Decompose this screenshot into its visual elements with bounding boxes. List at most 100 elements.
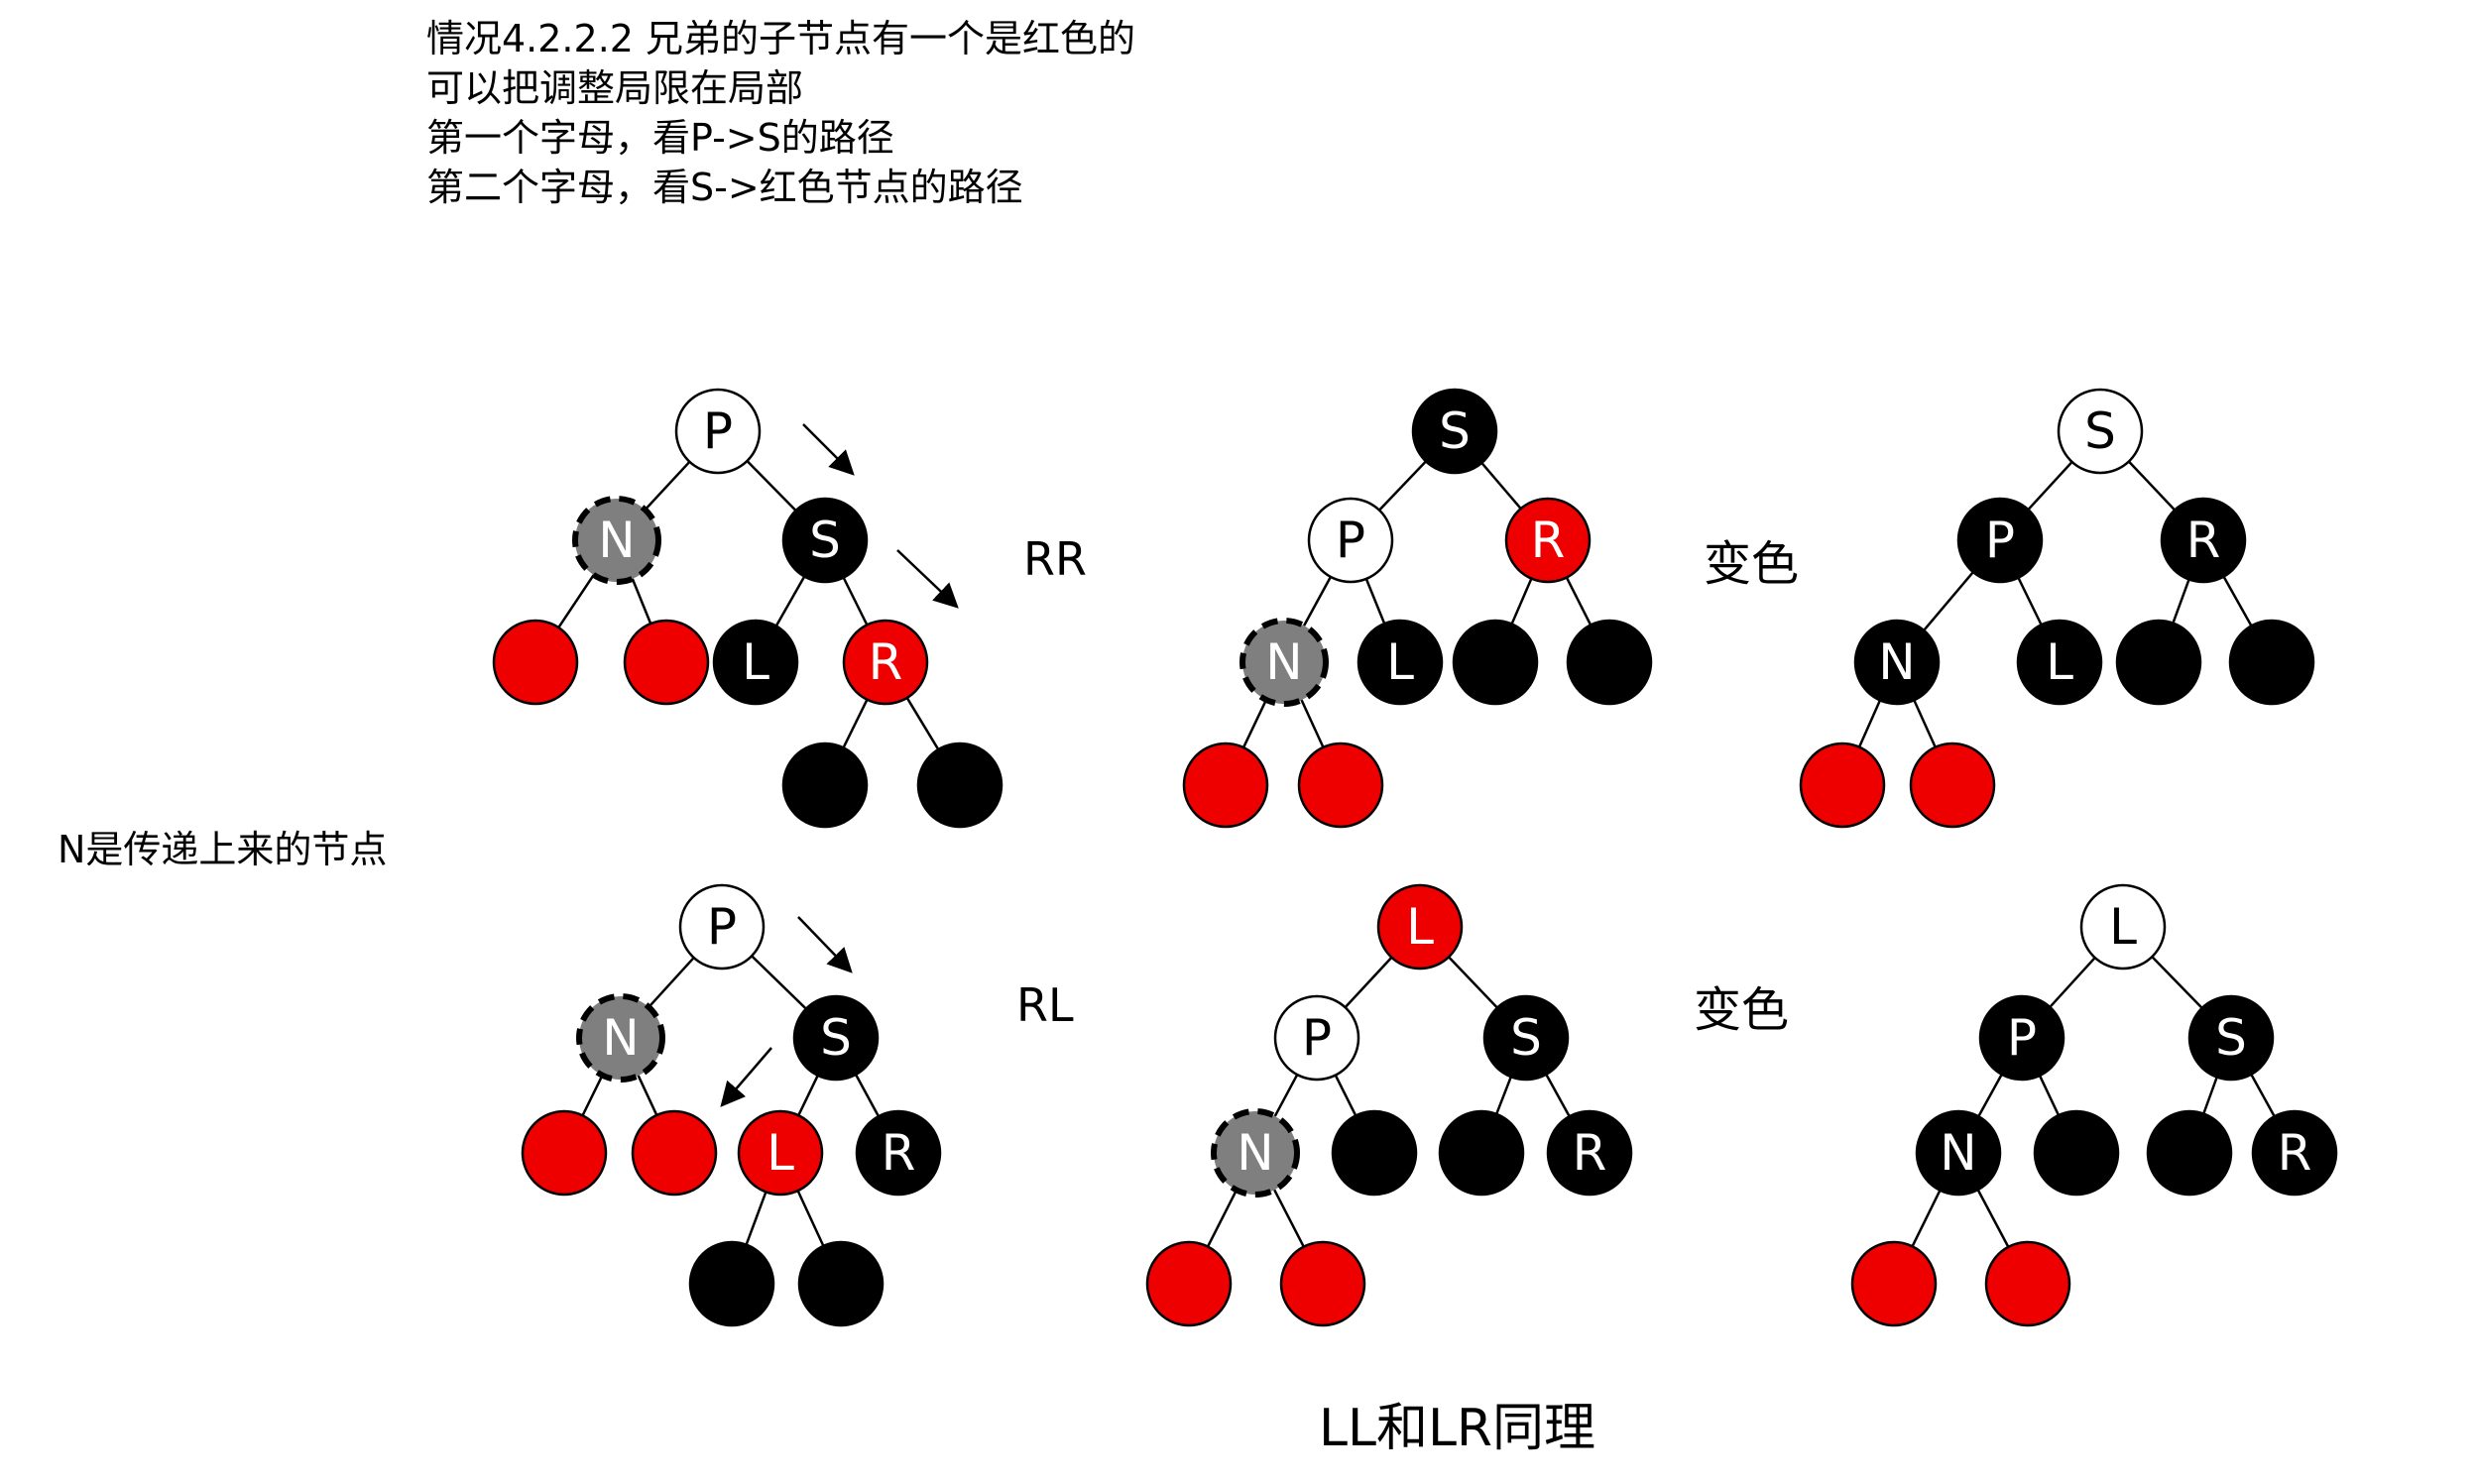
node-circle [1504,497,1592,584]
tree-edge [2172,579,2190,624]
node-circle [1376,883,1464,970]
tree-edge [644,460,691,512]
tree-node-n: N [1915,1109,2002,1197]
tree-edge [557,574,595,628]
tree-edge [796,1190,825,1247]
node-label: N [1940,1124,1976,1182]
node-circle [781,742,869,829]
arrow-s-to-r-top [896,549,959,609]
node-label: R [882,1124,916,1182]
tree-edge [1378,460,1427,512]
side-note: N是传递上来的节点 [58,828,387,871]
tree-node-leaf [631,1109,718,1197]
node-circle [1566,619,1653,706]
tree-edge [1857,699,1882,748]
node-circle [1799,742,1886,829]
tree-node-p: P [1956,497,2044,584]
tree-node-l: L [2016,619,2103,706]
tree-edge [2250,1074,2276,1117]
node-circle [1182,742,1269,829]
node-label: R [1573,1124,1607,1182]
tree-node-leaf [1297,742,1384,829]
tree-edge [581,1075,604,1116]
node-label: L [1386,633,1414,691]
tree-edge [2038,1075,2061,1116]
tree-node-leaf [1145,1240,1233,1327]
tree-node-n: N [576,993,665,1083]
node-label: R [2278,1124,2312,1182]
tree-edge [1911,1190,1942,1247]
header-line-4: 第二个字母，看S->红色节点的路径 [426,166,1023,209]
tree-edge [1923,571,1974,631]
tree-node-r: R [842,619,929,706]
node-label: S [809,512,841,569]
node-circle [1239,618,1329,707]
tree-node-p: P [674,388,762,475]
node-circle [797,1240,885,1327]
tree-node-leaf [1799,742,1886,829]
node-label: P [2007,1009,2037,1067]
tree-node-s: S [2187,994,2275,1082]
node-label: R [869,633,903,691]
tree-edge [1510,578,1533,625]
tree-edge [842,577,869,626]
tree-rl-recolored: LP S N R [1850,883,2338,1327]
node-circle [492,619,579,706]
node-circle [2016,619,2103,706]
tree-edge [1495,1076,1512,1115]
header-line-2: 可以把调整局限在局部 [426,66,803,110]
node-circle [2160,497,2247,584]
node-circle [842,619,929,706]
tree-node-l: L [2079,883,2167,970]
tree-edge [1364,578,1386,625]
tree-node-leaf [2146,1109,2233,1197]
tree-node-leaf [1438,1109,1525,1197]
node-circle [1145,1240,1233,1327]
node-circle [1411,388,1498,475]
tree-node-leaf [1452,619,1539,706]
node-circle [2057,388,2144,475]
node-label: R [2186,512,2221,569]
node-label: N [598,512,635,569]
node-circle [737,1109,824,1197]
tree-edge [751,955,807,1010]
tree-node-leaf [688,1240,775,1327]
tree-node-leaf [623,619,710,706]
tree-edge [2202,1077,2218,1114]
node-circle [1546,1109,1633,1197]
node-circle [781,497,869,584]
tree-node-s: S [1482,994,1570,1082]
arrow-p-to-s-bottom [797,916,853,973]
tree-edge [2027,461,2073,511]
node-circle [1331,1109,1418,1197]
node-circle [712,619,799,706]
header-line-1: 情况4.2.2.2 兄弟的子节点有一个是红色的 [426,17,1135,60]
tree-node-n: N [1853,619,1941,706]
tree-node-n: N [1211,1108,1300,1198]
tree-node-s: S [1411,388,1498,475]
tree-node-leaf [492,619,579,706]
tree-edge [842,699,869,748]
node-circle [1915,1109,2002,1197]
arrow-s-to-l-bottom [720,1047,772,1107]
tree-edge [648,957,695,1008]
tree-edge [1480,462,1522,510]
node-circle [916,742,1003,829]
tree-node-p: P [1978,994,2065,1082]
node-circle [2146,1109,2233,1197]
tree-node-s: S [792,994,880,1082]
node-label: P [1336,512,1365,569]
tree-edge [905,697,940,750]
node-label: S [1439,402,1471,460]
tree-node-s: S [2057,388,2144,475]
node-label: N [602,1009,639,1067]
node-label: L [742,633,769,691]
tree-edge [774,575,806,628]
node-circle [1211,1108,1300,1198]
tree-edge [1977,1074,2003,1117]
tree-edge [854,1074,881,1117]
